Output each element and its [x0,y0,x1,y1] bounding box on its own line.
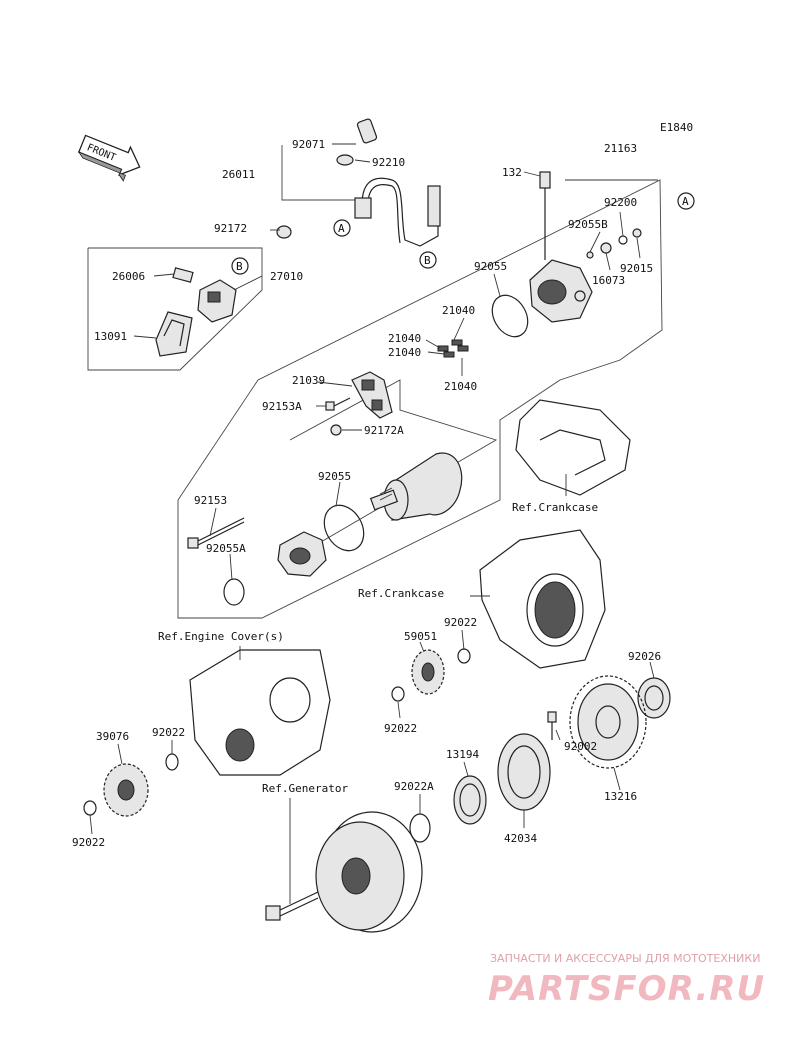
relay-cover [155,311,193,357]
crankcase-lower-ref [479,529,606,669]
screw-92153a [325,397,351,411]
generator-rotor-ref [315,811,423,933]
label-13194: 13194 [446,748,479,761]
ref-crankcase-lower: Ref.Crankcase [358,587,444,600]
starter-clutch-42034 [497,733,551,811]
label-13091: 13091 [94,330,127,343]
gear-39076 [103,763,149,817]
o-ring-92055-lower [323,504,365,552]
label-21040-c: 21040 [388,346,421,359]
cable-group-bracket [281,145,358,201]
relay-group-frame [87,247,263,371]
o-ring-92055a [223,578,245,606]
label-21040-d: 21040 [444,380,477,393]
starter-relay [197,279,237,323]
label-132: 132 [502,166,522,179]
callout-b-2: B [231,257,249,275]
label-92153a: 92153A [262,400,302,413]
washer-92022-c [165,753,179,771]
crankcase-upper-ref [515,399,631,496]
label-92055a: 92055A [206,542,246,555]
brush-holder [351,371,393,419]
watermark-brand: PARTSFOR.RU [488,969,765,1009]
washer-92022-d [83,800,97,816]
bolt-92002 [547,711,557,740]
label-16073: 16073 [592,274,625,287]
label-92022-c: 92022 [152,726,185,739]
ref-engine-cover: Ref.Engine Cover(s) [158,630,284,643]
starter-clutch-gear-13216 [569,675,647,769]
label-21040-b: 21040 [388,332,421,345]
rotor-bolt [265,891,319,921]
svg-text:B: B [424,254,431,267]
label-92055-upper: 92055 [474,260,507,273]
starter-end-cover [529,259,593,323]
front-arrow-icon: FRONT [77,134,141,182]
brush-springs [437,339,469,358]
label-39076: 39076 [96,730,129,743]
label-26011: 26011 [222,168,255,181]
starter-cable [336,118,441,247]
label-92022a: 92022A [394,780,434,793]
through-bolt-92153 [187,517,245,549]
part-labels: 92071 92210 26011 92172 26006 27010 1309… [72,138,661,849]
label-92015: 92015 [620,262,653,275]
label-21163: 21163 [604,142,637,155]
o-ring-92055-upper [491,294,529,338]
label-26006: 26006 [112,270,145,283]
label-92071: 92071 [292,138,325,151]
label-92055-lower: 92055 [318,470,351,483]
label-92026: 92026 [628,650,661,663]
label-13216: 13216 [604,790,637,803]
label-92153: 92153 [194,494,227,507]
label-92172: 92172 [214,222,247,235]
label-92022-d: 92022 [72,836,105,849]
starter-group-frame [177,179,663,619]
label-42034: 42034 [504,832,537,845]
washer-92022-a [457,648,471,664]
label-59051: 59051 [404,630,437,643]
nut-16073 [600,242,612,254]
label-92200: 92200 [604,196,637,209]
svg-text:A: A [338,222,345,235]
label-92210: 92210 [372,156,405,169]
svg-text:A: A [682,195,689,208]
fuse-part [172,267,194,283]
idle-gear-59051 [411,649,445,695]
one-way-clutch-13194 [453,775,487,825]
callout-a-1: A [333,219,351,237]
starter-motor-body [369,452,463,521]
callout-b-1: B [419,251,437,269]
label-92002: 92002 [564,740,597,753]
label-92172a: 92172A [364,424,404,437]
engine-cover-ref [189,649,331,776]
bolt-132-head [539,171,551,189]
diagram-code: E1840 [660,121,693,134]
bearing-92026 [637,677,671,719]
ref-generator: Ref.Generator [262,782,348,795]
callout-a-2: A [677,192,695,210]
watermark-tagline: ЗАПЧАСТИ И АКСЕССУАРЫ ДЛЯ МОТОТЕХНИКИ [490,952,760,965]
screw-92172a [330,424,342,436]
washer-92200 [618,235,628,245]
label-92055b: 92055B [568,218,608,231]
starter-front-cover [277,531,327,577]
label-92022-b: 92022 [384,722,417,735]
o-ring-92055b [586,251,594,259]
label-27010: 27010 [270,270,303,283]
svg-text:B: B [236,260,243,273]
nut-92015 [632,228,642,238]
label-92022-a: 92022 [444,616,477,629]
washer-92022-b [391,686,405,702]
ref-crankcase-upper: Ref.Crankcase [512,501,598,514]
label-21040-a: 21040 [442,304,475,317]
leader-lines [89,143,655,904]
label-21039: 21039 [292,374,325,387]
relay-bolt [276,225,292,239]
